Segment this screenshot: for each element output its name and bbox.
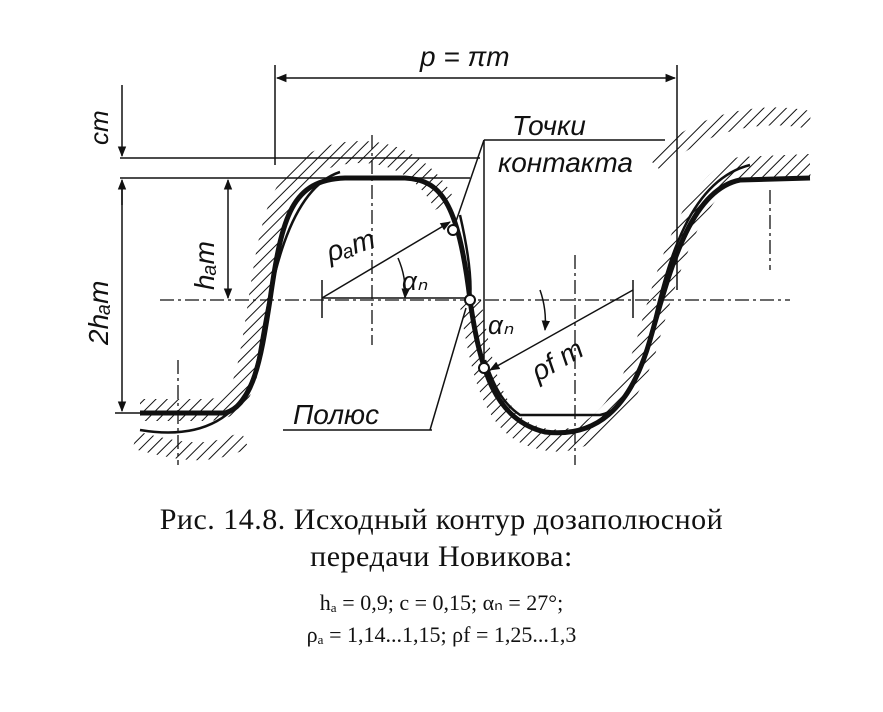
label-rho-f: ρf m xyxy=(525,333,589,388)
novikov-profile-diagram: p = πm cm 2hₐm hₐm Точки контакта ρₐm αₙ… xyxy=(83,41,812,465)
label-ham: hₐm xyxy=(189,241,220,290)
hatch-band-outer xyxy=(140,141,455,421)
rho-f-radius xyxy=(489,289,634,371)
caption-title-line1: Рис. 14.8. Исходный контур дозаполюсной xyxy=(159,503,724,536)
label-cm: cm xyxy=(84,110,114,145)
hatch-band-right xyxy=(648,107,812,172)
caption-params-line2: ρₐ = 1,14...1,15; ρf = 1,25...1,3 xyxy=(306,622,577,647)
label-alpha-lower: αₙ xyxy=(488,310,514,340)
hatch-band-middle xyxy=(459,154,811,452)
caption-title-line2: передачи Новикова: xyxy=(310,540,573,573)
alpha-lower-arc xyxy=(539,289,551,332)
contact-point-upper xyxy=(447,224,459,236)
caption-params-line1: hₐ = 0,9; c = 0,15; αₙ = 27°; xyxy=(319,590,564,615)
rho-a-radius xyxy=(321,221,451,299)
label-contact-2: контакта xyxy=(498,147,633,178)
contact-point-lower xyxy=(478,362,490,374)
profile-curve-mating xyxy=(139,163,751,434)
label-rho-a: ρₐm xyxy=(321,223,379,268)
label-alpha-upper: αₙ xyxy=(402,266,428,296)
label-pole: Полюс xyxy=(293,399,379,430)
pole-point xyxy=(464,294,476,306)
contact-leader-1 xyxy=(452,139,485,231)
alpha-upper-arc xyxy=(397,257,410,300)
pole-leader xyxy=(429,307,467,431)
label-two-ham: 2hₐm xyxy=(83,280,114,346)
hatch-band-left-lower xyxy=(132,431,249,461)
label-pitch: p = πm xyxy=(419,41,510,72)
label-contact-1: Точки xyxy=(512,110,586,141)
